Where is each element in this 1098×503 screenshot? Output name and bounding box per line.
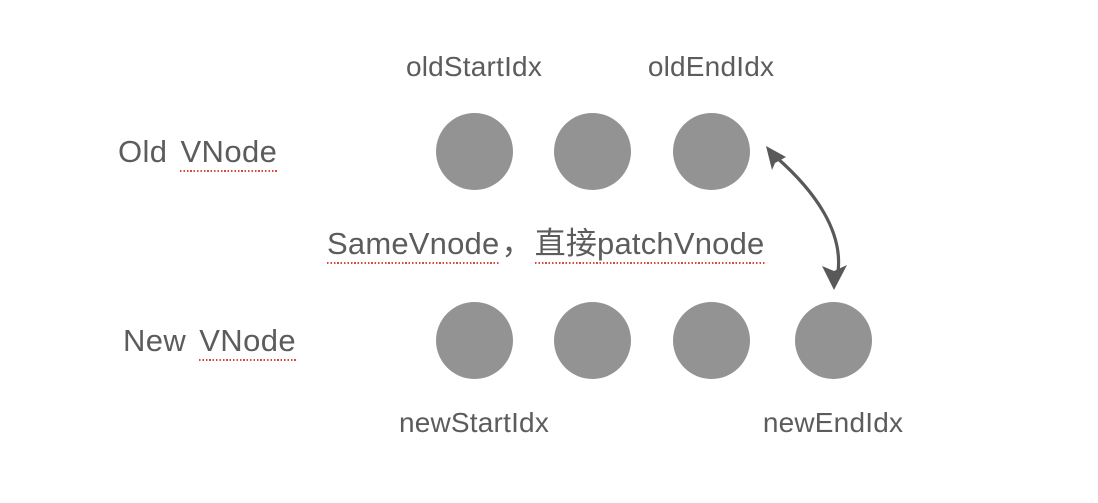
old-vnode-row-label: Old VNode	[118, 134, 278, 172]
old-node-1[interactable]	[436, 113, 513, 190]
arrowhead-up-icon	[766, 146, 786, 170]
new-end-idx-label: newEndIdx	[762, 407, 904, 438]
new-row-prefix: New	[123, 323, 187, 358]
old-node-2[interactable]	[554, 113, 631, 190]
samevnode-patch-note: SameVnode，直接patchVnode	[327, 226, 765, 264]
note-part-two: 直接patchVnode	[534, 226, 765, 264]
old-row-prefix: Old	[118, 134, 168, 169]
arrowhead-down-icon	[822, 265, 847, 290]
old-start-idx-label: oldStartIdx	[405, 51, 543, 82]
old-row-term: VNode	[180, 134, 278, 172]
old-node-3[interactable]	[673, 113, 750, 190]
old-end-idx-label: oldEndIdx	[647, 51, 775, 82]
note-part-one: SameVnode	[327, 226, 500, 264]
new-node-4[interactable]	[795, 302, 872, 379]
new-start-idx-label: newStartIdx	[398, 407, 550, 438]
new-vnode-row-label: New VNode	[123, 323, 297, 361]
note-separator: ，	[501, 226, 533, 261]
new-node-2[interactable]	[554, 302, 631, 379]
new-node-3[interactable]	[673, 302, 750, 379]
new-node-1[interactable]	[436, 302, 513, 379]
new-row-term: VNode	[199, 323, 297, 361]
